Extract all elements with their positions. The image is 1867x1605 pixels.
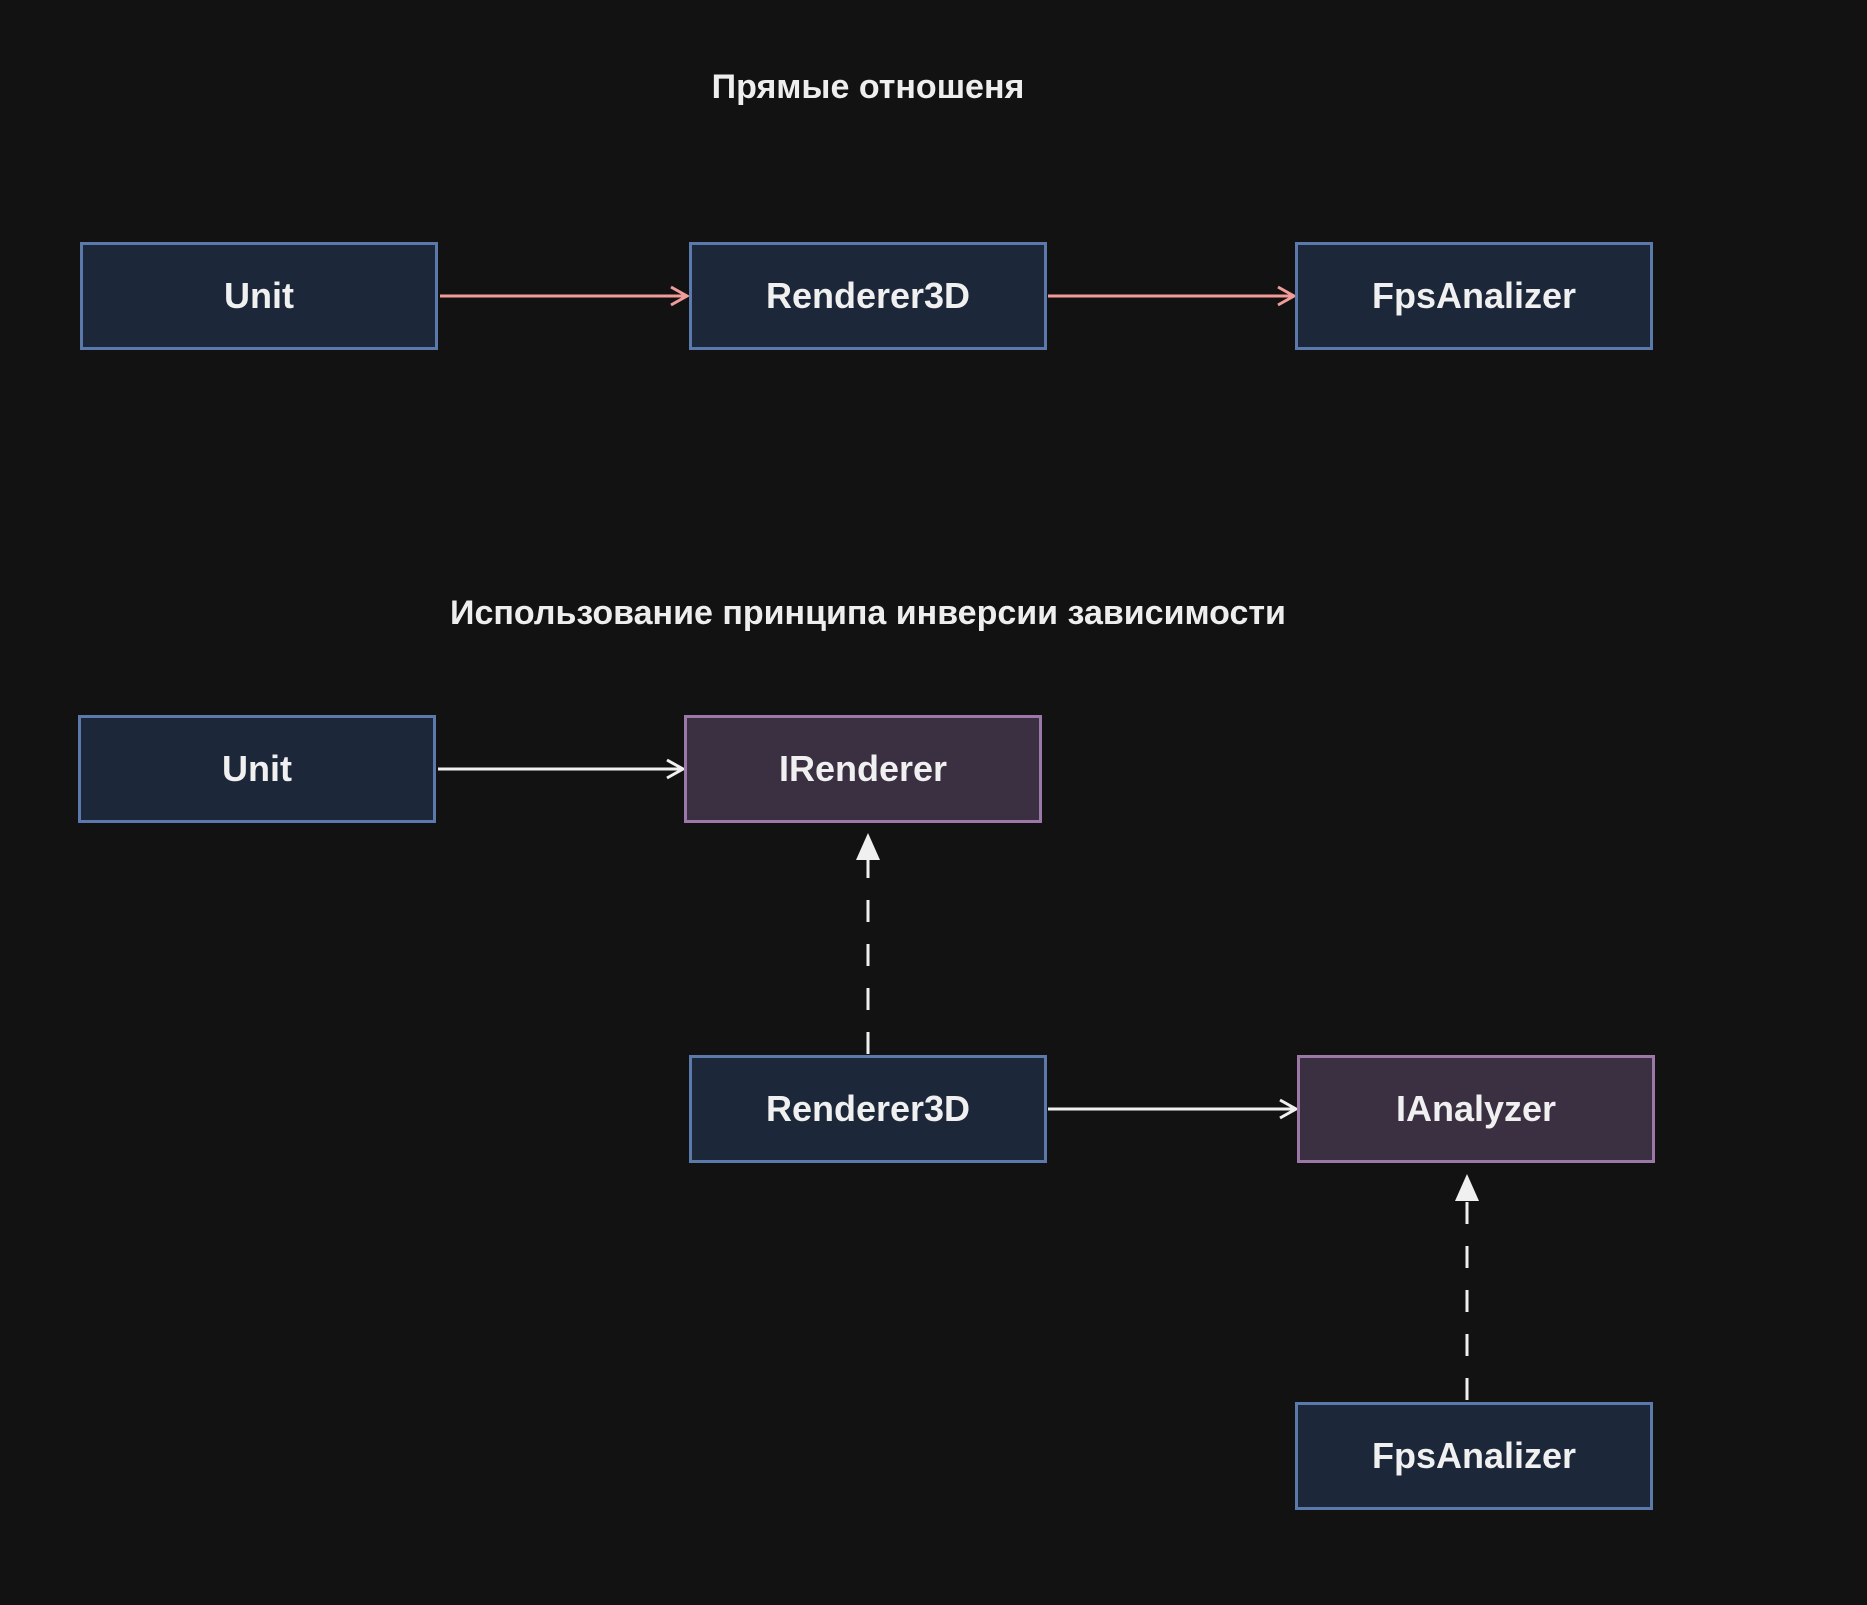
node-label: FpsAnalizer [1371, 1435, 1577, 1476]
node-label: IRenderer [778, 748, 948, 789]
node-label: FpsAnalizer [1371, 275, 1577, 316]
triangle-arrowhead-irenderer [856, 833, 880, 860]
node-unit-direct[interactable]: Unit [80, 242, 438, 350]
node-fpsanalizer-inversion[interactable]: FpsAnalizer [1295, 1402, 1653, 1510]
node-renderer3d-direct[interactable]: Renderer3D [689, 242, 1047, 350]
node-label: Renderer3D [765, 1088, 971, 1129]
node-irenderer-interface[interactable]: IRenderer [684, 715, 1042, 823]
node-ianalyzer-interface[interactable]: IAnalyzer [1297, 1055, 1655, 1163]
node-label: Unit [222, 748, 292, 789]
node-fpsanalizer-direct[interactable]: FpsAnalizer [1295, 242, 1653, 350]
section-title-inversion: Использование принципа инверсии зависимо… [450, 594, 1286, 632]
node-label: Unit [224, 275, 294, 316]
node-label: Renderer3D [765, 275, 971, 316]
node-label: IAnalyzer [1395, 1088, 1557, 1129]
section-title-direct: Прямые отношеня [711, 68, 1025, 106]
triangle-arrowhead-ianalyzer [1455, 1174, 1479, 1201]
node-renderer3d-inversion[interactable]: Renderer3D [689, 1055, 1047, 1163]
node-unit-inversion[interactable]: Unit [78, 715, 436, 823]
